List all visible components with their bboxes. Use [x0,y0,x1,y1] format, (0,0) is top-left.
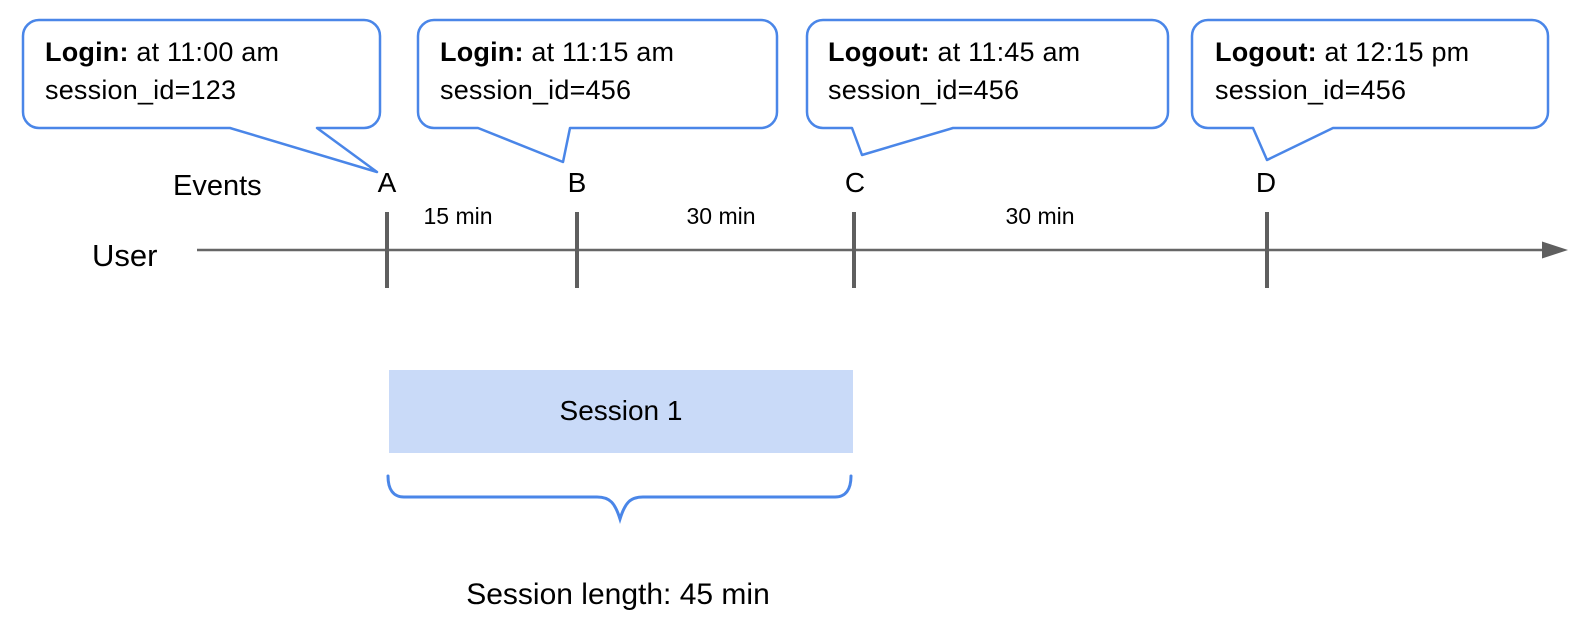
user-row-label: User [92,238,158,273]
event-label-d: D [1255,167,1277,198]
callout-bubble-b [416,18,779,164]
callout-text-a: Login: at 11:00 am session_id=123 [45,33,279,109]
event-label-c: C [844,167,866,198]
callout-text-b: Login: at 11:15 am session_id=456 [440,33,674,109]
callout-d-event: Logout: [1215,37,1317,67]
callout-text-c: Logout: at 11:45 am session_id=456 [828,33,1080,109]
callout-b-event: Login: [440,37,524,67]
callout-b-time: at 11:15 am [523,37,675,67]
timeline-arrowhead-icon [1542,241,1568,259]
callout-a-event: Login: [45,37,129,67]
callout-c-session: session_id=456 [828,75,1020,105]
callout-bubble-c [805,18,1170,157]
callout-d-line1: Logout: at 12:15 pm [1215,33,1469,71]
callout-c-time: at 11:45 am [929,37,1081,67]
callout-d-time: at 12:15 pm [1316,37,1470,67]
interval-label-cd: 30 min [1005,203,1075,229]
callout-a-line1: Login: at 11:00 am [45,33,279,71]
callout-c-event: Logout: [828,37,930,67]
callout-c-line1: Logout: at 11:45 am [828,33,1080,71]
interval-label-bc: 30 min [686,203,756,229]
events-axis-label: Events [173,170,262,202]
interval-label-ab: 15 min [423,203,493,229]
callout-b-line1: Login: at 11:15 am [440,33,674,71]
callout-a-session: session_id=123 [45,75,237,105]
session-length-label: Session length: 45 min [466,578,770,611]
event-label-b: B [567,167,587,198]
callout-d-session: session_id=456 [1215,75,1407,105]
callout-text-d: Logout: at 12:15 pm session_id=456 [1215,33,1469,109]
event-label-a: A [377,167,397,198]
session-box [389,370,853,453]
session-length-brace-icon [386,474,853,525]
callout-b-session: session_id=456 [440,75,632,105]
callout-bubble-d [1190,18,1550,162]
callout-a-time: at 11:00 am [128,37,280,67]
session-box-label: Session 1 [559,395,683,426]
callout-bubble-a [21,18,382,174]
